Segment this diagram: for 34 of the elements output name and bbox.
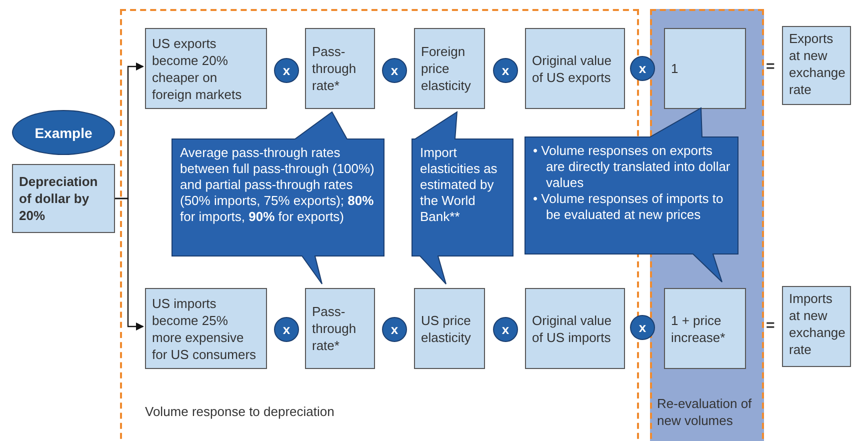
equals-sign: = <box>766 58 775 75</box>
example-ellipse: Example <box>12 110 115 155</box>
process-box: Pass-through rate* <box>305 28 375 109</box>
multiply-circle: x <box>274 317 299 342</box>
callout-text: • Volume responses of imports to be evaluated at new prices <box>533 191 724 223</box>
multiply-circle: x <box>382 58 407 83</box>
process-box: US price elasticity <box>414 288 485 369</box>
multiply-circle: x <box>630 56 655 81</box>
callout-text: Import elasticities as estimated by the World Bank** <box>420 145 498 225</box>
multiply-circle: x <box>493 317 518 342</box>
process-box: US imports become 25% more expensive for US consumers <box>145 288 267 369</box>
multiply-circle: x <box>630 315 655 340</box>
process-box: Depreciation of dollar by 20% <box>12 164 115 233</box>
callout <box>172 112 384 284</box>
region-label: Re-evaluation of new volumes <box>657 395 753 429</box>
process-box: 1 + price increase* <box>664 288 746 369</box>
region-label: Volume response to depreciation <box>145 403 336 420</box>
process-box: Imports at new exchange rate <box>782 286 851 367</box>
process-box: US exports become 20% cheaper on foreign markets <box>145 28 267 109</box>
callout <box>412 112 513 284</box>
multiply-circle: x <box>493 58 518 83</box>
multiply-circle: x <box>274 58 299 83</box>
process-box: 1 <box>664 28 746 109</box>
process-box: Original value of US imports <box>525 288 625 369</box>
connector-arrow <box>115 198 144 330</box>
process-box: Pass-through rate* <box>305 288 375 369</box>
process-box: Original value of US exports <box>525 28 625 109</box>
callout <box>525 108 738 282</box>
equals-sign: = <box>766 317 775 334</box>
process-box: Exports at new exchange rate <box>782 26 851 105</box>
process-box: Foreign price elasticity <box>414 28 485 109</box>
callout-text: Average pass-through rates between full pass-through (100%) and partial pass-through rates (50% imports, 75% exports); 80% for imports, 90% for exports) <box>180 145 376 225</box>
callout-text: • Volume responses on exports are directly translated into dollar values <box>533 143 732 191</box>
multiply-circle: x <box>382 317 407 342</box>
